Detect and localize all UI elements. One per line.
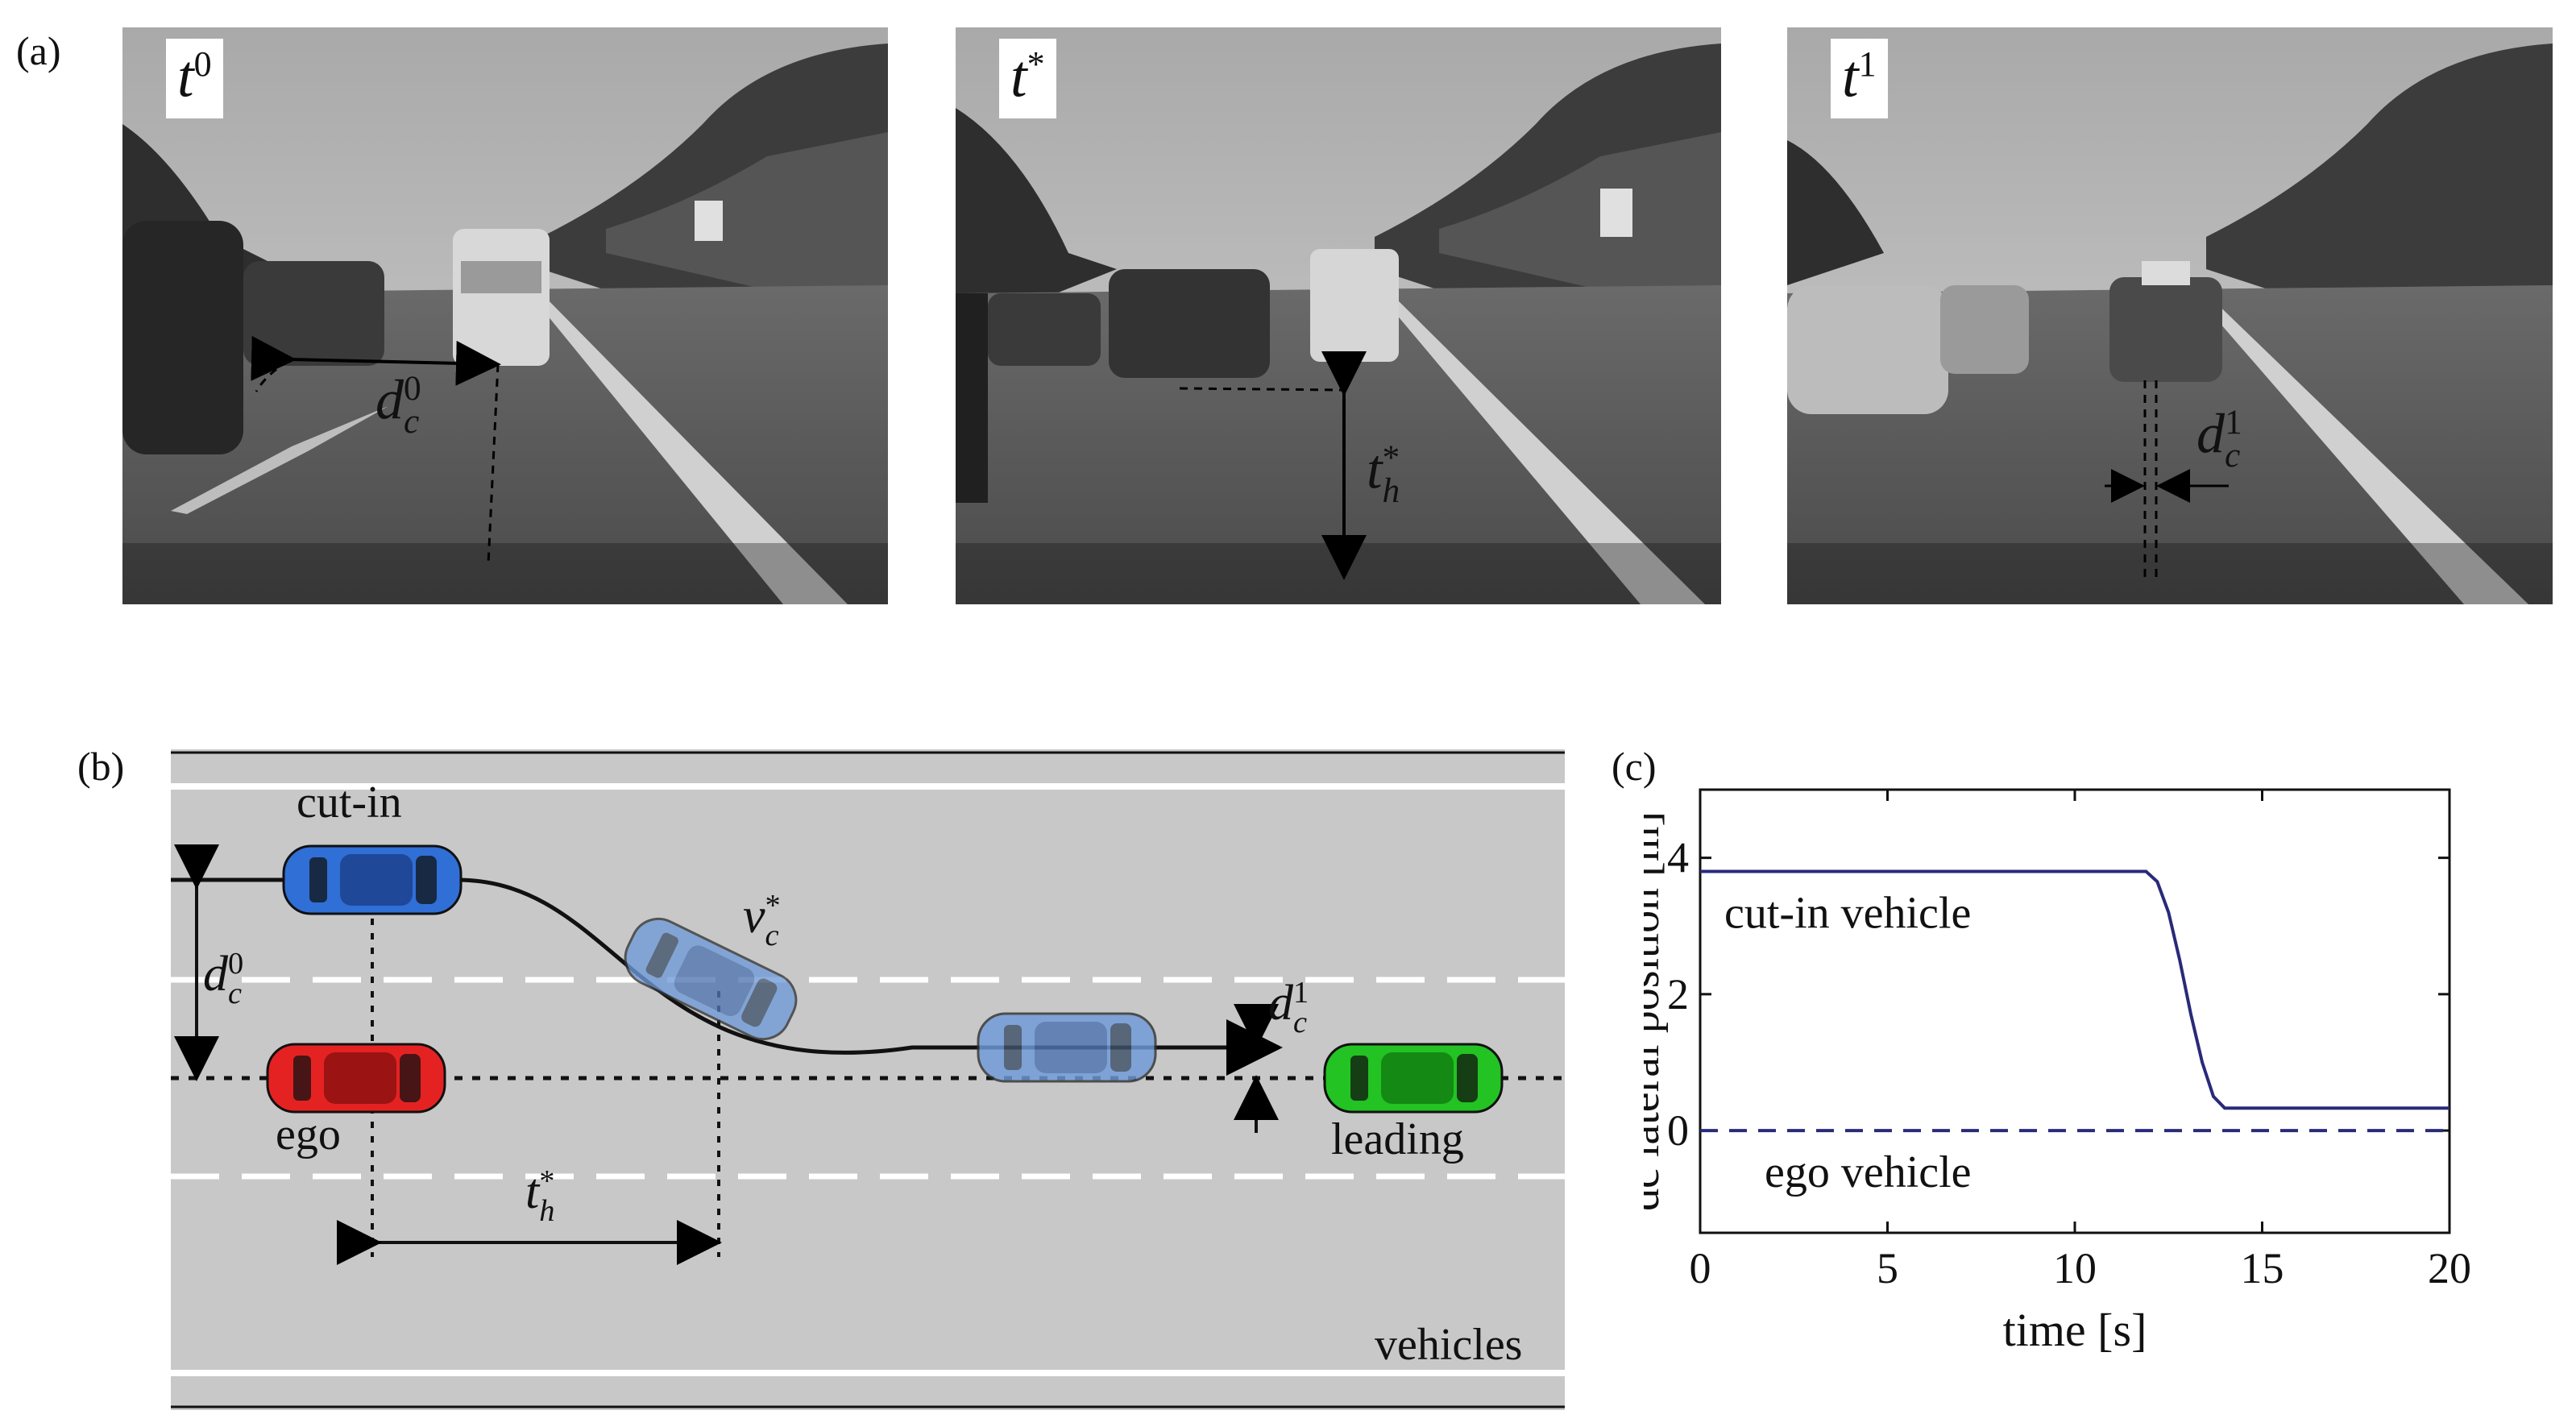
- chart-series: [1700, 869, 2449, 1133]
- x-tick-label: 20: [2428, 1244, 2471, 1292]
- y-tick-label: 2: [1667, 970, 1689, 1018]
- label-vc-road: v*c: [743, 889, 781, 952]
- label-ego: ego: [276, 1110, 341, 1159]
- x-tick-label: 10: [2053, 1244, 2097, 1292]
- chart-axes: 0 5 10 15 20 0 2 4: [1667, 788, 2471, 1292]
- series-line-0: [1700, 869, 2449, 1110]
- label-cut-in: cut-in: [297, 778, 402, 828]
- x-tick-label: 15: [2241, 1244, 2284, 1292]
- label-leading: leading: [1331, 1114, 1464, 1164]
- cut-in-car-transition: [624, 917, 798, 1041]
- label-vehicles: vehicles: [1375, 1320, 1522, 1370]
- label-th-road: t*h: [525, 1164, 555, 1228]
- ego-car: [266, 1043, 446, 1114]
- panel-label-c: (c): [1612, 744, 1657, 789]
- y-tick-label: 4: [1667, 834, 1689, 882]
- panel-label-b: (b): [77, 744, 125, 789]
- road-schematic: cut-in ego leading vehicles: [171, 749, 1565, 1410]
- x-tick-label: 5: [1877, 1244, 1898, 1292]
- time-label-tstar: t*: [999, 39, 1056, 118]
- x-tick-label: 0: [1690, 1244, 1711, 1292]
- panel-label-a: (a): [16, 28, 61, 73]
- photo-t1: [1787, 27, 2553, 604]
- y-tick-label: 0: [1667, 1106, 1689, 1155]
- series-label-ego: ego vehicle: [1765, 1147, 1972, 1197]
- distance-arrow-dc0: [251, 335, 501, 386]
- time-label-t0: t0: [166, 39, 223, 118]
- photo-annotations-overlay: [251, 335, 2229, 580]
- label-th-photo: t*h: [1367, 438, 1400, 511]
- photo-tstar: [956, 27, 1721, 604]
- leading-car: [1323, 1043, 1504, 1114]
- series-label-cut-in: cut-in vehicle: [1724, 889, 1971, 939]
- cut-in-car-final: [977, 1012, 1157, 1083]
- time-label-t1: t1: [1831, 39, 1888, 118]
- dashed-curve: [255, 359, 289, 392]
- lateral-position-chart: 0 5 10 15 20 0 2 4 time [s] d̂c lateral positio…: [1644, 788, 2471, 1356]
- cut-in-car: [282, 844, 463, 915]
- chart-xlabel: time [s]: [2003, 1304, 2147, 1356]
- chart-ylabel: d̂c lateral position [m]: [1644, 811, 1669, 1211]
- dashed-line: [1179, 387, 1343, 392]
- dashed-line: [487, 363, 500, 565]
